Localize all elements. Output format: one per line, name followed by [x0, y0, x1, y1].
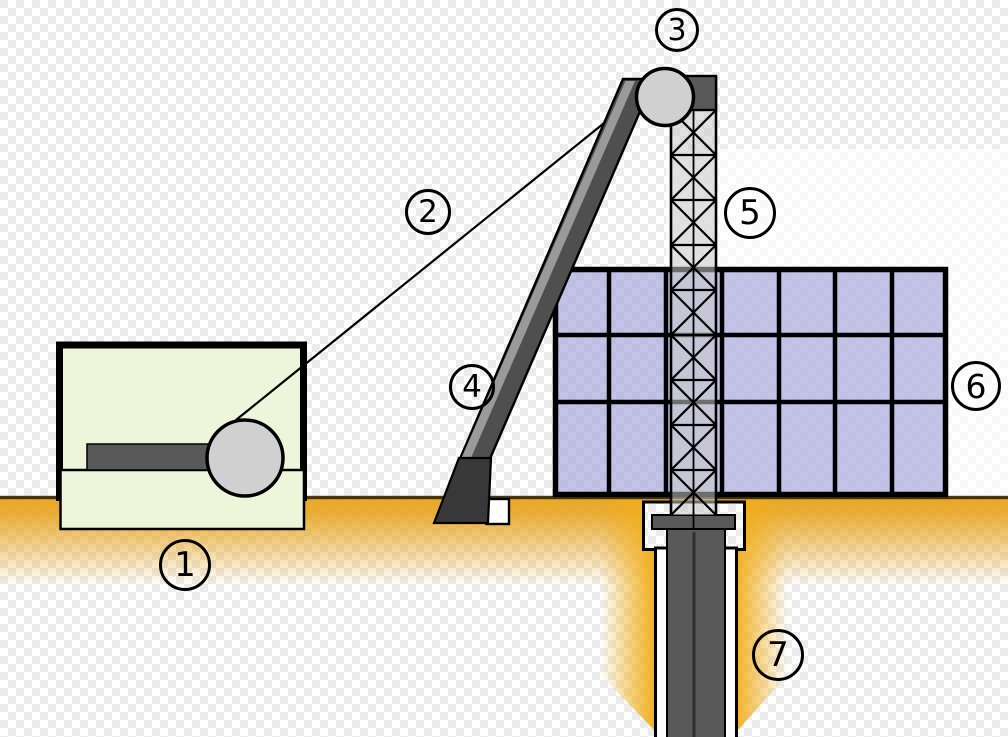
drive-rod — [86, 443, 219, 471]
part-label-7: 7 — [752, 629, 804, 681]
lattice-mast — [669, 74, 718, 528]
panel-grid — [552, 266, 949, 498]
part-label-4: 4 — [449, 364, 495, 410]
panel-grid-body — [552, 266, 949, 498]
part-label-6: 6 — [951, 361, 1001, 411]
part-label-2: 2 — [405, 189, 451, 235]
beam-foot — [432, 456, 493, 525]
borehole — [642, 500, 746, 737]
winch-drum — [205, 418, 285, 498]
panel-grid-lines — [553, 267, 948, 497]
drill-string — [666, 527, 726, 737]
cable-line — [235, 85, 651, 421]
ground-line — [0, 495, 1008, 500]
inclined-beam-highlight — [461, 81, 635, 459]
part-label-3: 3 — [655, 8, 699, 52]
part-label-5: 5 — [724, 187, 776, 239]
crown-pulley — [634, 66, 696, 128]
part-label-1: 1 — [159, 539, 211, 591]
